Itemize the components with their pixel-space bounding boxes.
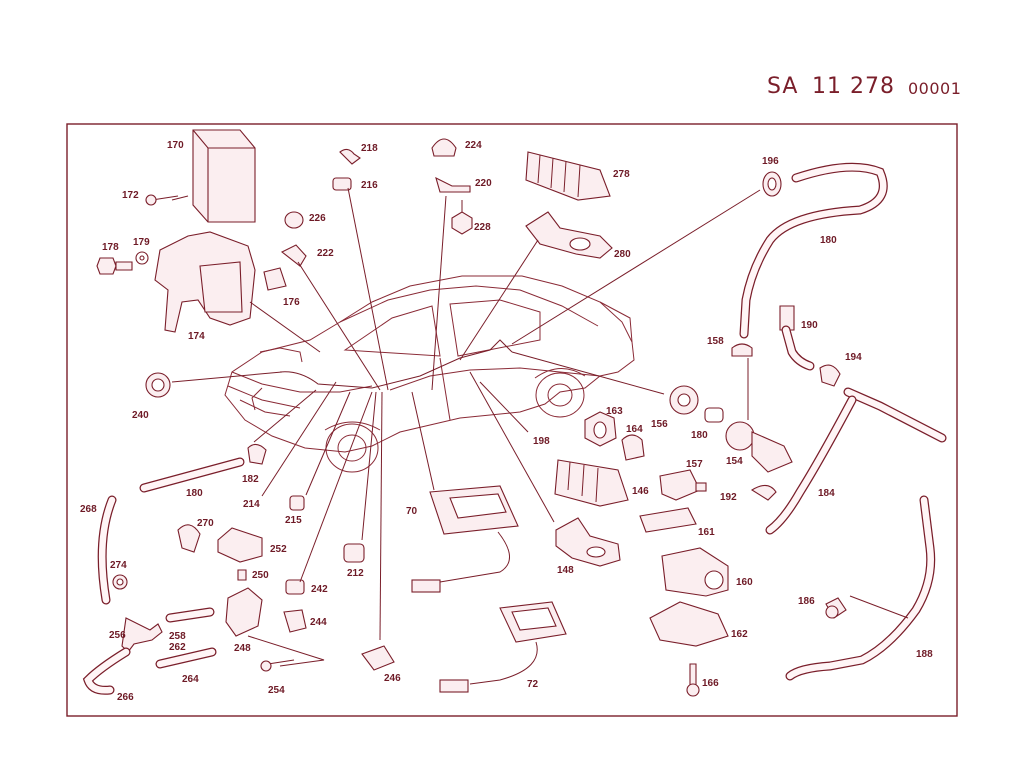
callout-240: 240 <box>132 410 149 421</box>
callout-222: 222 <box>317 248 334 259</box>
callout-220: 220 <box>475 178 492 189</box>
callout-226: 226 <box>309 213 326 224</box>
callout-268: 268 <box>80 504 97 515</box>
callout-70: 70 <box>406 506 418 517</box>
callout-278: 278 <box>613 169 630 180</box>
callout-180-fitting: 180 <box>691 430 708 441</box>
callout-242: 242 <box>311 584 328 595</box>
callout-258: 258 <box>169 631 186 642</box>
callout-252: 252 <box>270 544 287 555</box>
callout-162: 162 <box>731 629 748 640</box>
callout-179: 179 <box>133 237 150 248</box>
callout-164: 164 <box>626 424 643 435</box>
callout-178: 178 <box>102 242 119 253</box>
callout-157: 157 <box>686 459 703 470</box>
callout-244: 244 <box>310 617 327 628</box>
callout-72: 72 <box>527 679 539 690</box>
hoses <box>82 162 947 695</box>
diagram-frame <box>66 123 958 717</box>
callout-174: 174 <box>188 331 205 342</box>
callout-218: 218 <box>361 143 378 154</box>
callout-214: 214 <box>243 499 260 510</box>
callout-156: 156 <box>651 419 668 430</box>
callout-190: 190 <box>801 320 818 331</box>
callout-labels: 170 172 178 179 174 218 216 226 222 176 … <box>80 140 933 703</box>
callout-198: 198 <box>533 436 550 447</box>
callout-250: 250 <box>252 570 269 581</box>
callout-266: 266 <box>117 692 134 703</box>
callout-160: 160 <box>736 577 753 588</box>
callout-161: 161 <box>698 527 715 538</box>
callout-256: 256 <box>109 630 126 641</box>
callout-212: 212 <box>347 568 364 579</box>
callout-172: 172 <box>122 190 139 201</box>
callout-186: 186 <box>798 596 815 607</box>
callout-166: 166 <box>702 678 719 689</box>
callout-192: 192 <box>720 492 737 503</box>
callout-176: 176 <box>283 297 300 308</box>
callout-158: 158 <box>707 336 724 347</box>
callout-170: 170 <box>167 140 184 151</box>
callout-264: 264 <box>182 674 199 685</box>
callout-194: 194 <box>845 352 862 363</box>
callout-196: 196 <box>762 156 779 167</box>
callout-274: 274 <box>110 560 127 571</box>
drawing-code-prefix: SA <box>767 74 799 99</box>
callout-246: 246 <box>384 673 401 684</box>
callout-215: 215 <box>285 515 302 526</box>
callout-146: 146 <box>632 486 649 497</box>
callout-270: 270 <box>197 518 214 529</box>
callout-216: 216 <box>361 180 378 191</box>
callout-228: 228 <box>474 222 491 233</box>
leader-lines <box>171 187 909 667</box>
callout-184: 184 <box>818 488 835 499</box>
callout-224: 224 <box>465 140 482 151</box>
callout-148: 148 <box>557 565 574 576</box>
callout-280: 280 <box>614 249 631 260</box>
callout-188: 188 <box>916 649 933 660</box>
callout-180-hose-top: 180 <box>820 235 837 246</box>
callout-182: 182 <box>242 474 259 485</box>
part-shapes <box>96 129 847 697</box>
drawing-header: SA 11 278 00001 <box>0 0 1024 110</box>
callout-254: 254 <box>268 685 285 696</box>
callout-248: 248 <box>234 643 251 654</box>
callout-262: 262 <box>169 642 186 653</box>
callout-180-hose-left: 180 <box>186 488 203 499</box>
callout-154: 154 <box>726 456 743 467</box>
drawing-sheet-number: 00001 <box>908 79 962 98</box>
drawing-code-number: 11 278 <box>812 74 895 99</box>
callout-163: 163 <box>606 406 623 417</box>
